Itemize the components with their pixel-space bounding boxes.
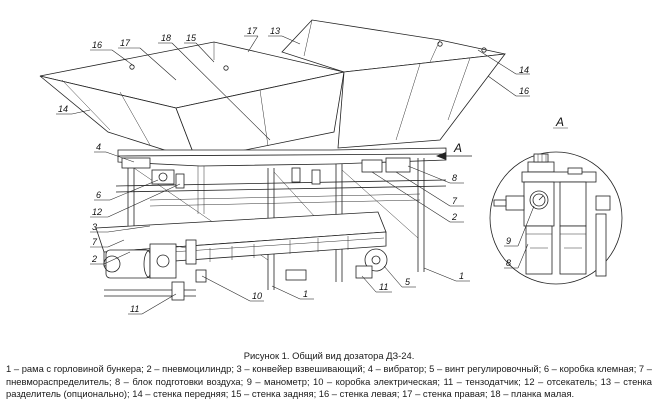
callout-2-left: 2 [91,254,97,264]
callouts-main: 16 17 18 15 17 13 14 16 14 4 6 12 3 7 2 … [56,26,530,315]
figure-caption: Рисунок 1. Общий вид дозатора ДЗ-24. 1 –… [6,350,652,401]
callout-7-left: 7 [92,237,98,247]
callout-17-right: 17 [247,26,258,36]
callout-11-right: 11 [379,282,388,292]
callout-14-right: 14 [519,65,529,75]
detail-view-a: А 9 8 [489,115,623,285]
callout-16-right: 16 [519,86,529,96]
figure-title: Рисунок 1. Общий вид дозатора ДЗ-24. [243,350,415,361]
callout-12: 12 [92,207,102,217]
callout-17-top: 17 [120,38,131,48]
hopper-left [39,41,345,161]
callout-7-right: 7 [452,196,458,206]
hopper-right [281,19,506,149]
callout-14-left: 14 [58,104,68,114]
callout-16-top-left: 16 [92,40,102,50]
callout-6: 6 [96,190,101,200]
detail-view-title: А [555,115,564,129]
callout-2-right: 2 [451,212,457,222]
figure-legend: 1 – рама с горловиной бункера; 2 – пневм… [6,363,652,400]
callout-15: 15 [186,33,197,43]
callout-1-right: 1 [459,271,464,281]
weighing-conveyor [95,211,388,301]
callout-8: 8 [452,173,457,183]
dozator-drawing: 16 17 18 15 17 13 14 16 14 4 6 12 3 7 2 … [39,19,623,315]
callout-1-bottom: 1 [303,289,308,299]
callout-13: 13 [270,26,280,36]
callout-5: 5 [405,277,411,287]
callout-10: 10 [252,291,262,301]
callout-11-left: 11 [130,304,139,314]
detail-callout-9: 9 [506,236,511,246]
callout-18: 18 [161,33,171,43]
callout-4: 4 [96,142,101,152]
view-a-arrow: A [436,141,472,160]
view-a-arrow-label: A [453,141,462,155]
detail-callout-8: 8 [506,258,511,268]
callout-3: 3 [92,222,97,232]
